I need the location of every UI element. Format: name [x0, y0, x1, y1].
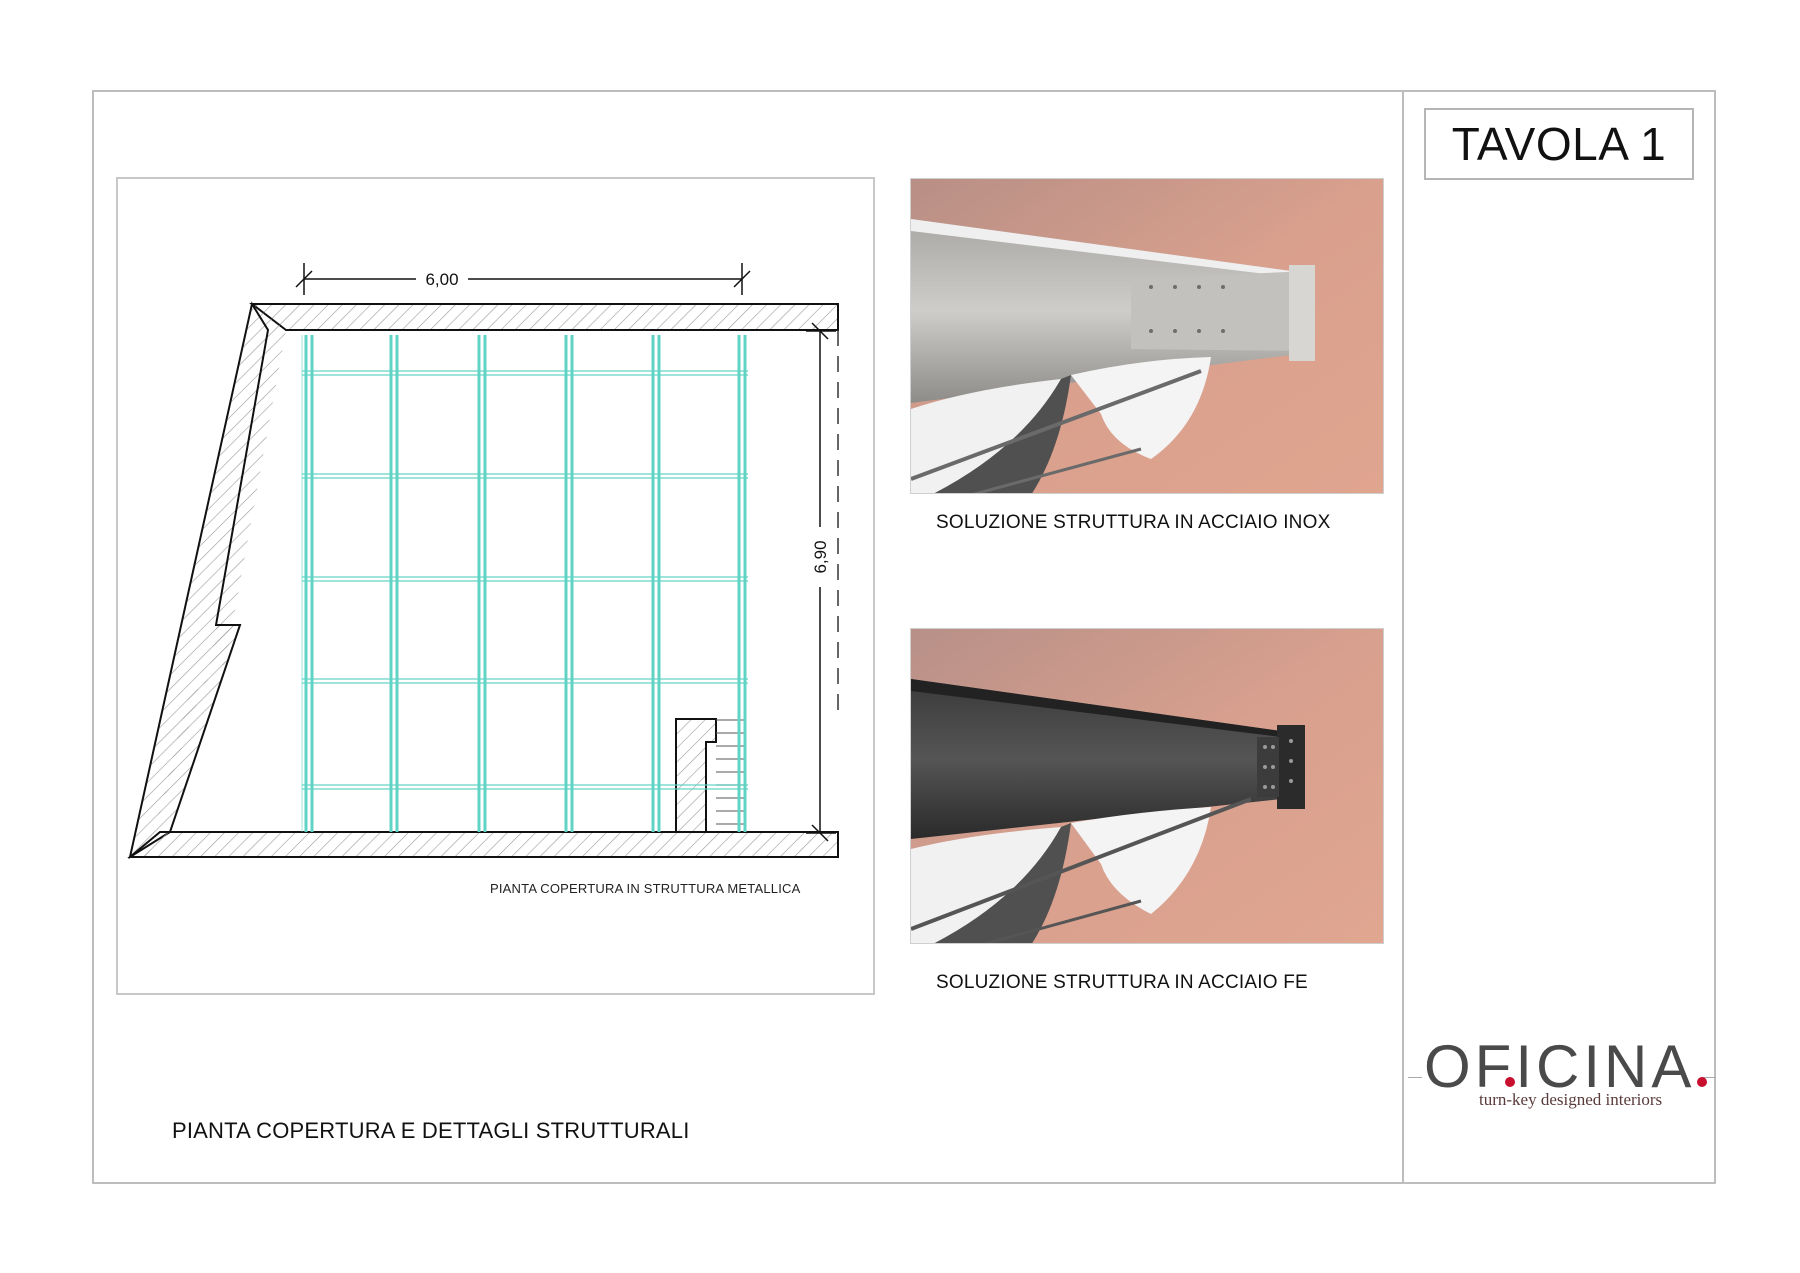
plan-caption: PIANTA COPERTURA IN STRUTTURA METALLICA	[490, 881, 801, 896]
dimension-height-label: 6,90	[811, 540, 830, 573]
render-stainless-steel	[910, 178, 1384, 494]
render-stainless-image	[911, 179, 1383, 493]
plan-walls	[127, 301, 839, 860]
dimension-line-height	[806, 322, 836, 842]
render-iron-caption: SOLUZIONE STRUTTURA IN ACCIAIO FE	[936, 972, 1308, 993]
plan-frame	[116, 177, 875, 995]
dimension-line-width	[295, 263, 751, 295]
title-block-divider	[1402, 90, 1404, 1184]
render-stainless-caption: SOLUZIONE STRUTTURA IN ACCIAIO INOX	[936, 512, 1331, 533]
roof-plan-drawing: 6,00 6,90	[127, 263, 839, 860]
drawing-sheet-border	[92, 90, 1716, 1184]
sheet-number-label: TAVOLA 1	[1451, 118, 1667, 170]
logo-dots	[1505, 1077, 1707, 1087]
logo-wordmark: OFICINA	[1424, 1033, 1696, 1100]
render-iron	[910, 628, 1384, 944]
sheet-number-box: TAVOLA 1	[1424, 108, 1694, 180]
dimension-width-label: 6,00	[425, 270, 458, 289]
logo-rule-right	[1702, 1077, 1716, 1078]
render-iron-image	[911, 629, 1383, 943]
brand-logo: OFICINA turn-key designed interiors	[1408, 1032, 1716, 1112]
roof-beams	[301, 335, 748, 832]
sheet-title: PIANTA COPERTURA E DETTAGLI STRUTTURALI	[172, 1118, 690, 1143]
logo-rule-left	[1408, 1077, 1422, 1078]
logo-tagline: turn-key designed interiors	[1479, 1090, 1663, 1109]
